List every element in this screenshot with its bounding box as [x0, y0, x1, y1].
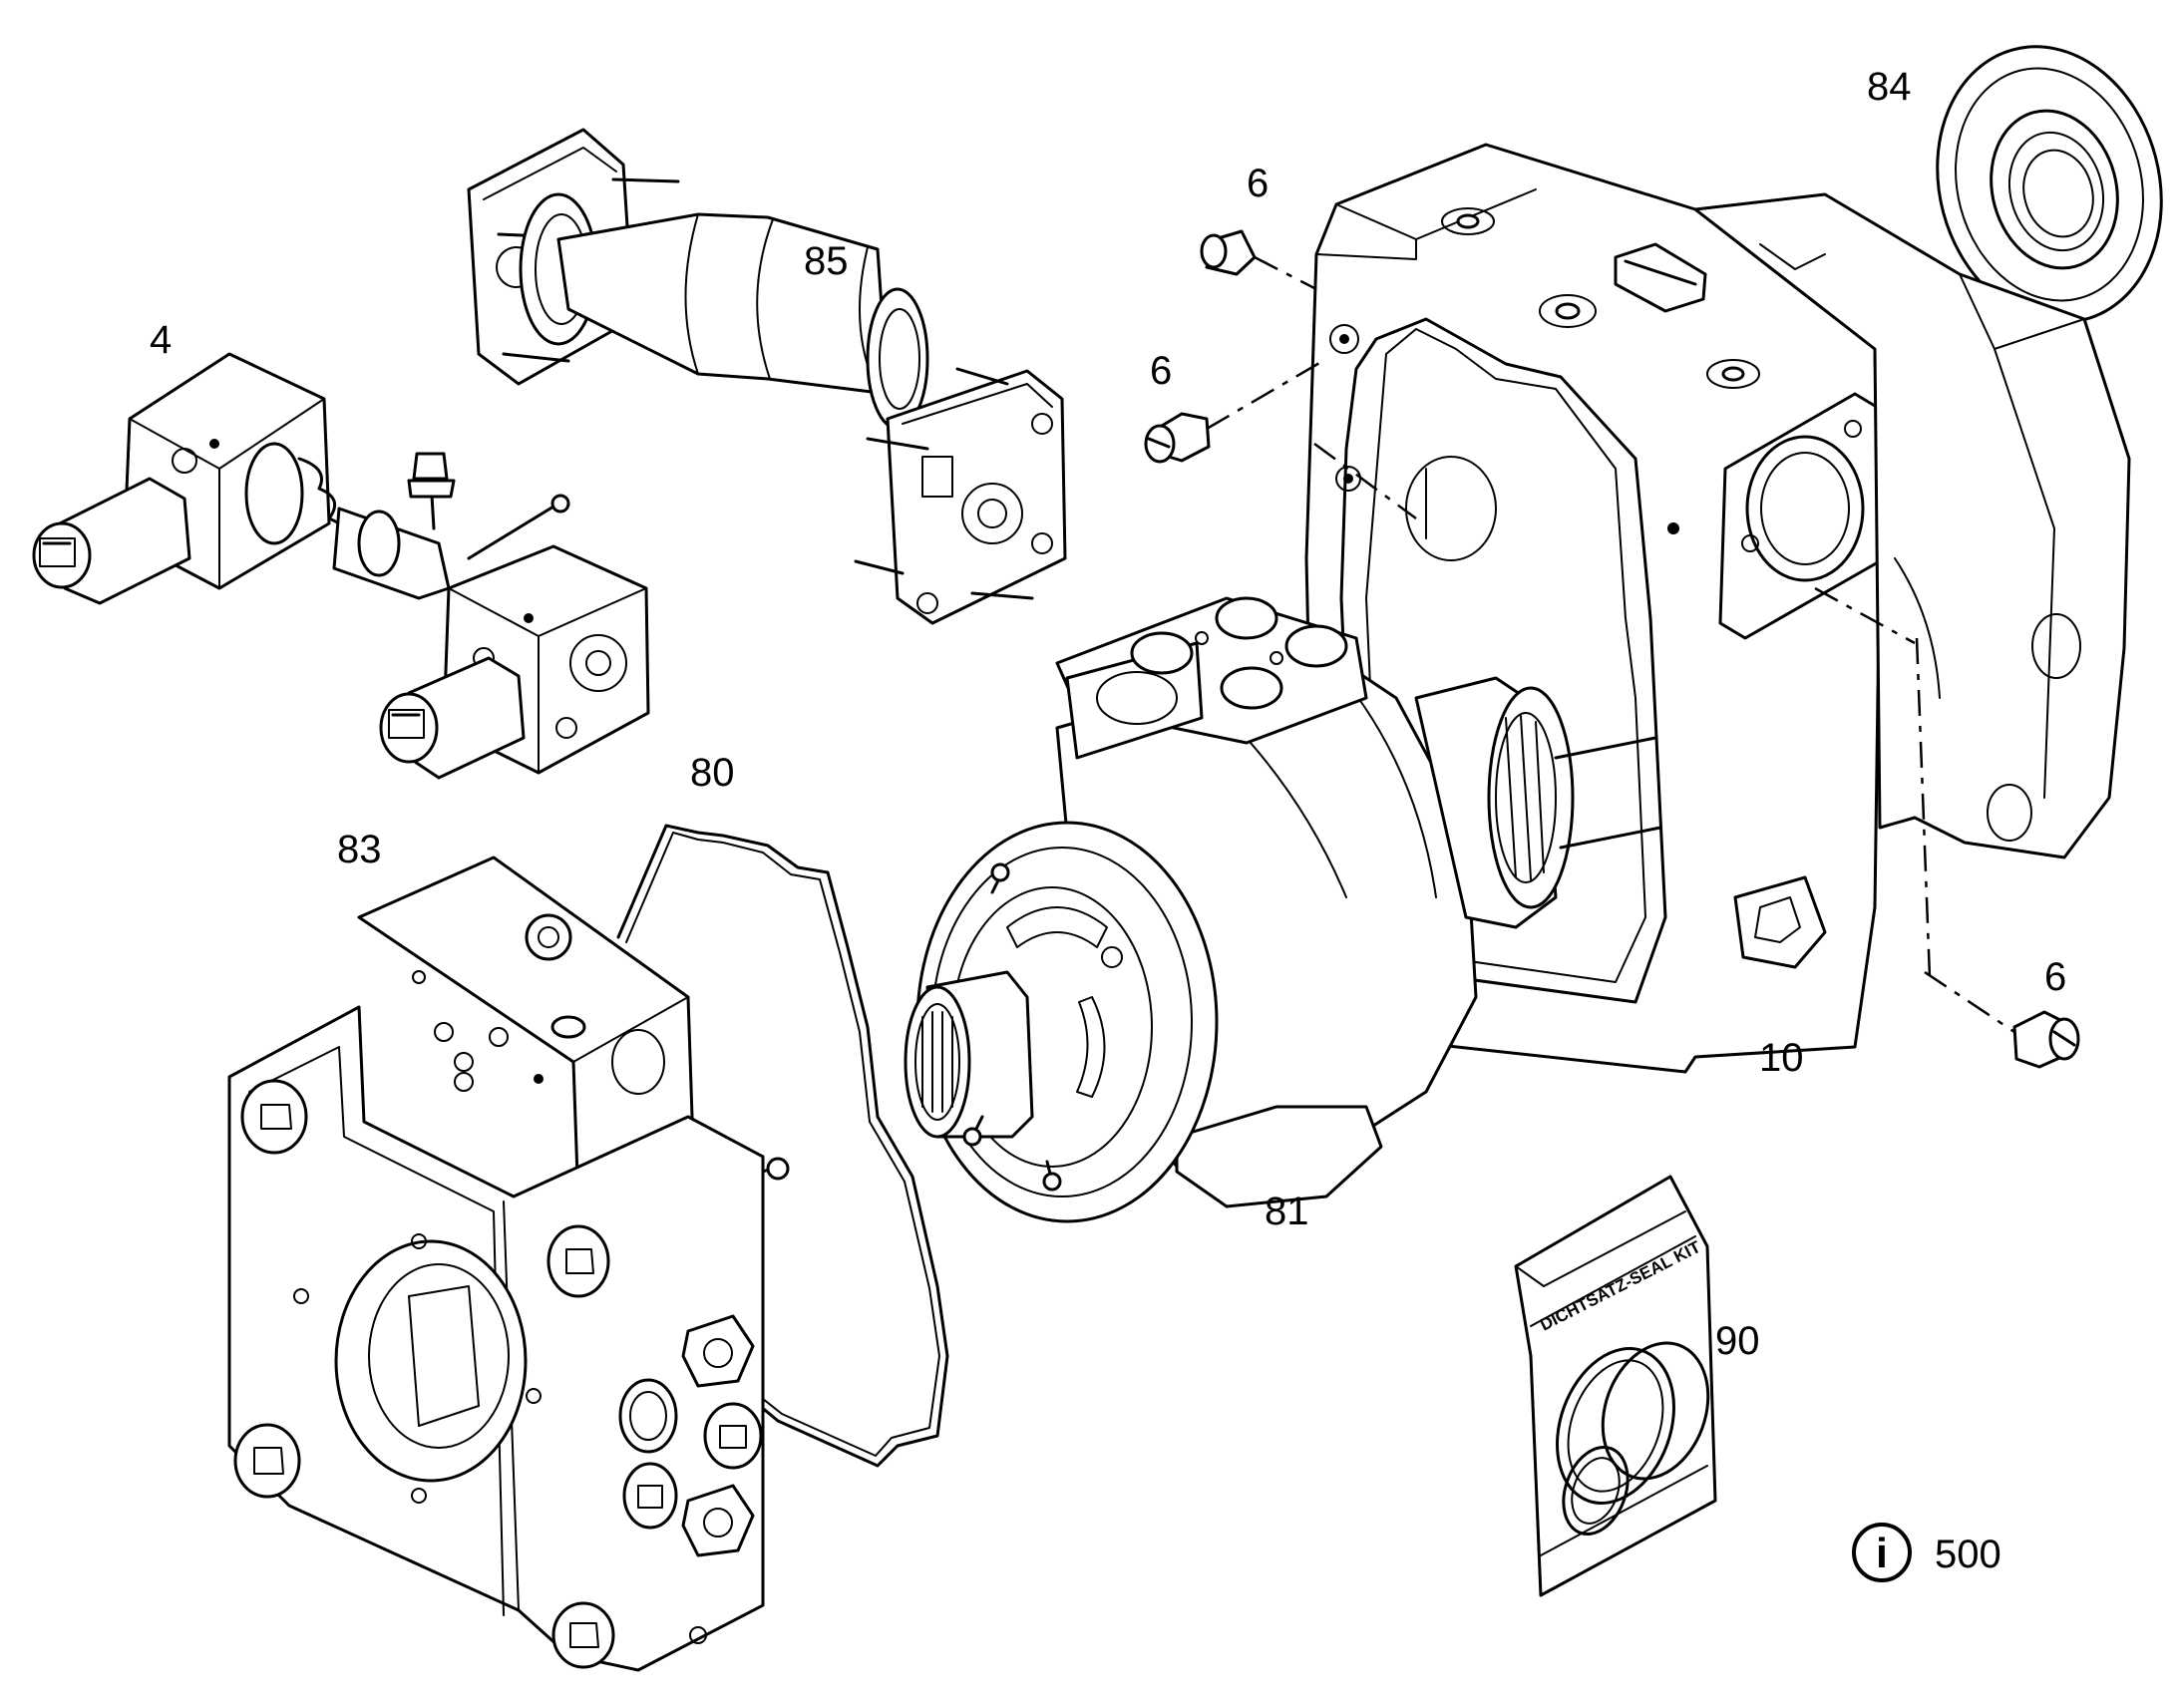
- label-part-83[interactable]: 83: [337, 828, 382, 871]
- part-6-screw-right[interactable]: [1814, 586, 2080, 1069]
- label-part-4[interactable]: 4: [150, 318, 172, 362]
- part-4-solenoid-valve-assembly[interactable]: [32, 352, 650, 780]
- label-part-6-right[interactable]: 6: [2044, 955, 2066, 999]
- part-90-seal-kit[interactable]: DICHTSATZ-SEAL KIT: [1514, 1175, 1726, 1597]
- part-84-shaft-seal[interactable]: [1908, 21, 2180, 347]
- label-part-10[interactable]: 10: [1759, 1036, 1804, 1080]
- label-500[interactable]: 500: [1935, 1533, 2001, 1576]
- label-part-84[interactable]: 84: [1867, 65, 1912, 109]
- label-part-85[interactable]: 85: [804, 239, 849, 283]
- label-part-81[interactable]: 81: [1265, 1190, 1309, 1233]
- info-circle-icon: i: [1852, 1523, 1912, 1582]
- label-part-90[interactable]: 90: [1715, 1319, 1760, 1363]
- part-80-gasket[interactable]: [616, 824, 949, 1468]
- part-85-shaft-assembly[interactable]: [467, 128, 1067, 625]
- info-glyph: i: [1876, 1530, 1888, 1576]
- label-part-6-middle[interactable]: 6: [1150, 349, 1172, 393]
- part-83-port-plate[interactable]: [227, 855, 790, 1672]
- label-part-6-top[interactable]: 6: [1247, 162, 1269, 205]
- label-part-80[interactable]: 80: [690, 751, 735, 795]
- part-6-screw-middle[interactable]: [1144, 357, 1417, 520]
- part-6-plug-top[interactable]: [1200, 229, 1317, 291]
- part-81-rotary-group[interactable]: [904, 596, 1662, 1223]
